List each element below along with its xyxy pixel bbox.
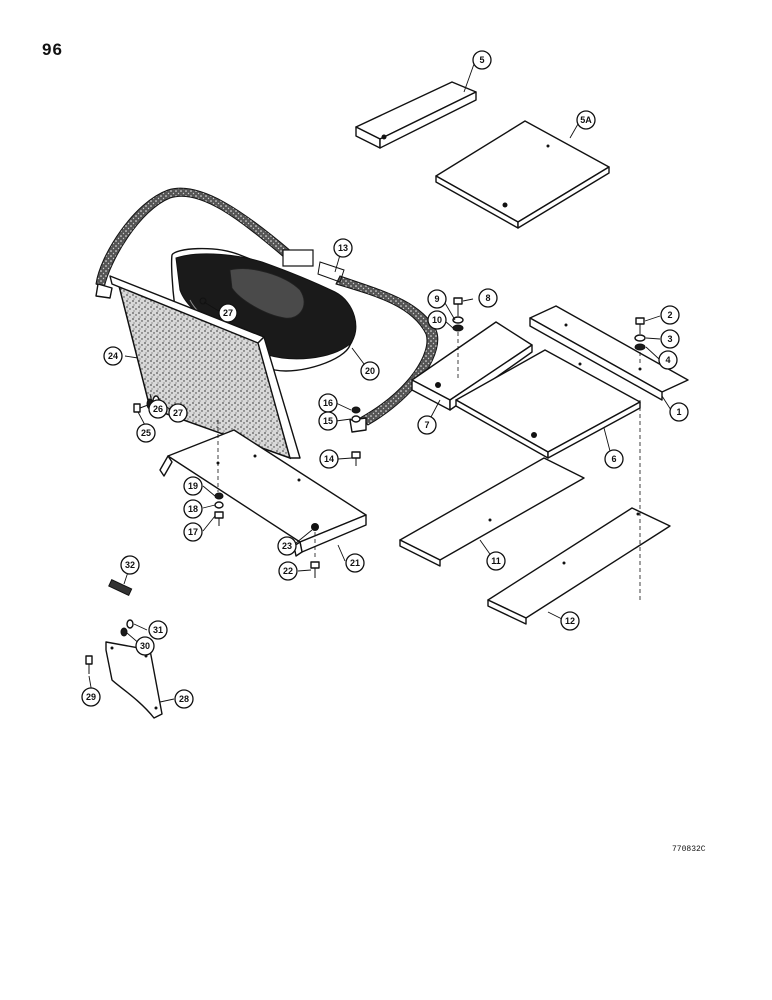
callout-label: 7 [424, 420, 429, 430]
callout-label: 31 [153, 625, 163, 635]
callout: 12 [560, 611, 580, 631]
callout: 31 [148, 620, 168, 640]
callout: 2 [660, 305, 680, 325]
cover-plate-part-28 [85, 619, 163, 719]
spring-pin-part-32 [108, 579, 133, 597]
floor-plate-part-6 [455, 349, 641, 459]
callout: 5 [472, 50, 492, 70]
panel-part-5 [355, 81, 477, 149]
seat-bracket-part-21 [159, 429, 367, 557]
callout: 23 [277, 536, 297, 556]
callout: 27 [218, 303, 238, 323]
seat-back-part-24 [109, 275, 301, 460]
callout: 10 [427, 310, 447, 330]
callout-label: 21 [350, 558, 360, 568]
callout-label: 14 [324, 454, 334, 464]
callout: 32 [120, 555, 140, 575]
callout: 11 [486, 551, 506, 571]
callout-label: 30 [140, 641, 150, 651]
callout: 1 [669, 402, 689, 422]
figure-code: 770832C [672, 845, 706, 854]
callout-label: 8 [485, 293, 490, 303]
callout-label: 18 [188, 504, 198, 514]
callout: 21 [345, 553, 365, 573]
callout: 28 [174, 689, 194, 709]
callout-label: 11 [491, 556, 501, 566]
callout: 22 [278, 561, 298, 581]
callout-label: 26 [153, 404, 163, 414]
callout: 18 [183, 499, 203, 519]
callout: 29 [81, 687, 101, 707]
callout-label: 13 [338, 243, 348, 253]
callout-label: 5A [580, 115, 592, 125]
callout: 19 [183, 476, 203, 496]
callout-label: 32 [125, 560, 135, 570]
callout: 13 [333, 238, 353, 258]
callout-label: 15 [323, 416, 333, 426]
callout: 15 [318, 411, 338, 431]
callout-label: 22 [283, 566, 293, 576]
callout-label: 5 [479, 55, 484, 65]
callout-label: 16 [323, 398, 333, 408]
callout-label: 10 [432, 315, 442, 325]
callout-label: 2 [667, 310, 672, 320]
callout: 6 [604, 449, 624, 469]
callout-label: 17 [188, 527, 198, 537]
rail-part-12 [487, 507, 671, 625]
callout: 25 [136, 423, 156, 443]
callout-label: 25 [141, 428, 151, 438]
callout: 30 [135, 636, 155, 656]
callout: 8 [478, 288, 498, 308]
rail-part-11 [399, 457, 585, 567]
panel-part-5a [435, 120, 610, 229]
callout-label: 6 [611, 454, 616, 464]
callout: 24 [103, 346, 123, 366]
rail-part-1 [529, 305, 689, 401]
callout-label: 12 [565, 616, 575, 626]
callout: 4 [658, 350, 678, 370]
callout: 7 [417, 415, 437, 435]
callout: 20 [360, 361, 380, 381]
callout: 26 [148, 399, 168, 419]
callout-label: 20 [365, 366, 375, 376]
callout-label: 4 [665, 355, 670, 365]
callout-label: 19 [188, 481, 198, 491]
page-number: 96 [42, 40, 63, 59]
callout-label: 29 [86, 692, 96, 702]
callout-label: 23 [282, 541, 292, 551]
hardware [133, 297, 646, 600]
callout-label: 27 [223, 308, 233, 318]
callout-label: 27 [173, 408, 183, 418]
callout-label: 1 [676, 407, 681, 417]
callout-label: 3 [667, 334, 672, 344]
callout: 14 [319, 449, 339, 469]
callout: 17 [183, 522, 203, 542]
callout: 27 [168, 403, 188, 423]
callout-label: 24 [108, 351, 118, 361]
callout-label: 28 [179, 694, 189, 704]
callout-label: 9 [434, 294, 439, 304]
callout: 16 [318, 393, 338, 413]
callout: 3 [660, 329, 680, 349]
callout: 9 [427, 289, 447, 309]
callout: 5A [576, 110, 596, 130]
